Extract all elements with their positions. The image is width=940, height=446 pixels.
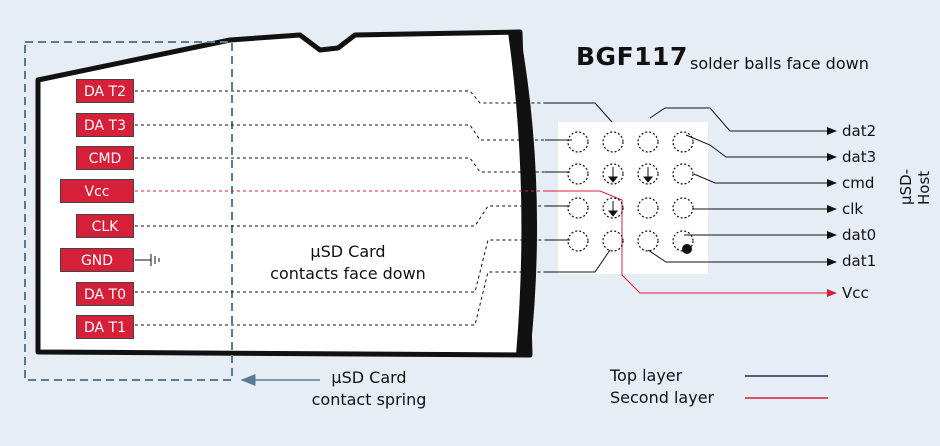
pin-cmd: CMD <box>76 146 134 170</box>
pin-dat3: DA T3 <box>76 113 134 137</box>
signal-vcc: Vcc <box>842 284 869 302</box>
pin-dat0: DA T0 <box>76 282 134 306</box>
pin-gnd: GND <box>60 248 134 272</box>
diagram-title: BGF117 <box>576 42 688 71</box>
pin-dat2: DA T2 <box>76 79 134 103</box>
card-label-line1: µSD Card <box>310 242 386 261</box>
signal-dat3: dat3 <box>842 148 877 166</box>
signal-clk: clk <box>842 200 864 218</box>
signal-dat0: dat0 <box>842 226 877 244</box>
trace-dat3 <box>135 124 545 141</box>
pin-clk: CLK <box>76 214 134 238</box>
card-edge <box>508 32 538 355</box>
bga-balls <box>567 131 694 252</box>
ground-symbol <box>135 254 160 266</box>
trace-dat1 <box>135 271 545 326</box>
spring-label-line1: µSD Card <box>331 368 407 387</box>
card-outline <box>35 29 533 358</box>
signal-dat1: dat1 <box>842 252 877 270</box>
legend-second-label: Second layer <box>610 388 715 407</box>
trace-dat0 <box>135 239 545 293</box>
signal-cmd: cmd <box>842 174 875 192</box>
trace-cmd <box>135 157 545 173</box>
trace-clk <box>135 205 545 227</box>
trace-dat2 <box>135 90 545 104</box>
signal-dat2: dat2 <box>842 122 877 140</box>
pin1-marker <box>682 244 692 254</box>
diagram-subtitle: solder balls face down <box>690 54 869 73</box>
spring-label-line2: contact spring <box>311 390 427 409</box>
card-label-line2: contacts face down <box>270 264 426 283</box>
legend-top-label: Top layer <box>610 366 683 385</box>
pin-vcc: Vcc <box>60 179 134 203</box>
pin-dat1: DA T1 <box>76 315 134 339</box>
host-label: µSD-Host <box>897 168 933 205</box>
